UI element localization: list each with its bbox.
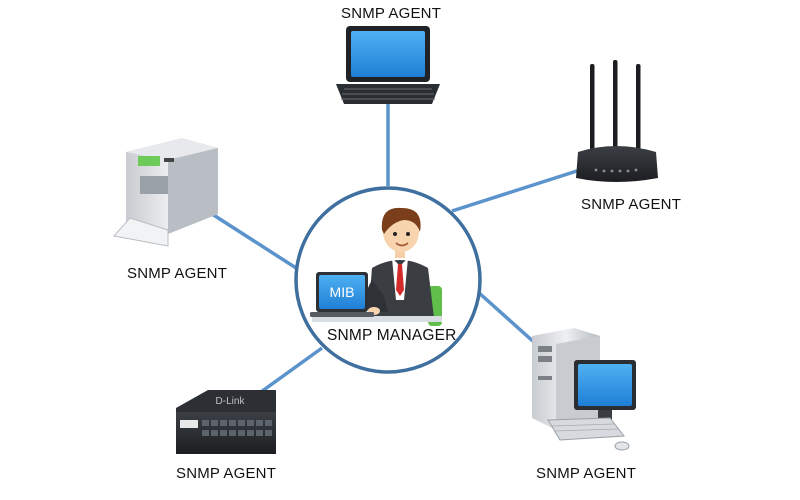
agent-label-printer: SNMP AGENT	[127, 265, 228, 282]
agent-label-desktop: SNMP AGENT	[536, 465, 637, 482]
connector-switch	[252, 346, 324, 399]
snmp-manager-node: MIB	[294, 186, 482, 374]
agent-label-router: SNMP AGENT	[581, 196, 682, 213]
connector-printer	[211, 212, 308, 277]
connector-lines	[211, 104, 581, 399]
desktop-computer-icon	[532, 328, 636, 451]
person-at-laptop-icon	[310, 207, 442, 326]
agent-label-laptop: SNMP AGENT	[341, 5, 442, 22]
agent-label-switch: SNMP AGENT	[176, 465, 277, 482]
printer-icon	[113, 138, 218, 247]
switch-brand-label: D-Link	[216, 396, 246, 407]
wifi-router-icon	[576, 60, 658, 182]
manager-label: SNMP MANAGER	[327, 327, 457, 344]
network-switch-icon: D-Link	[176, 390, 276, 454]
mib-screen-label: MIB	[330, 284, 355, 300]
laptop-icon	[336, 26, 440, 104]
connector-router	[451, 168, 581, 213]
